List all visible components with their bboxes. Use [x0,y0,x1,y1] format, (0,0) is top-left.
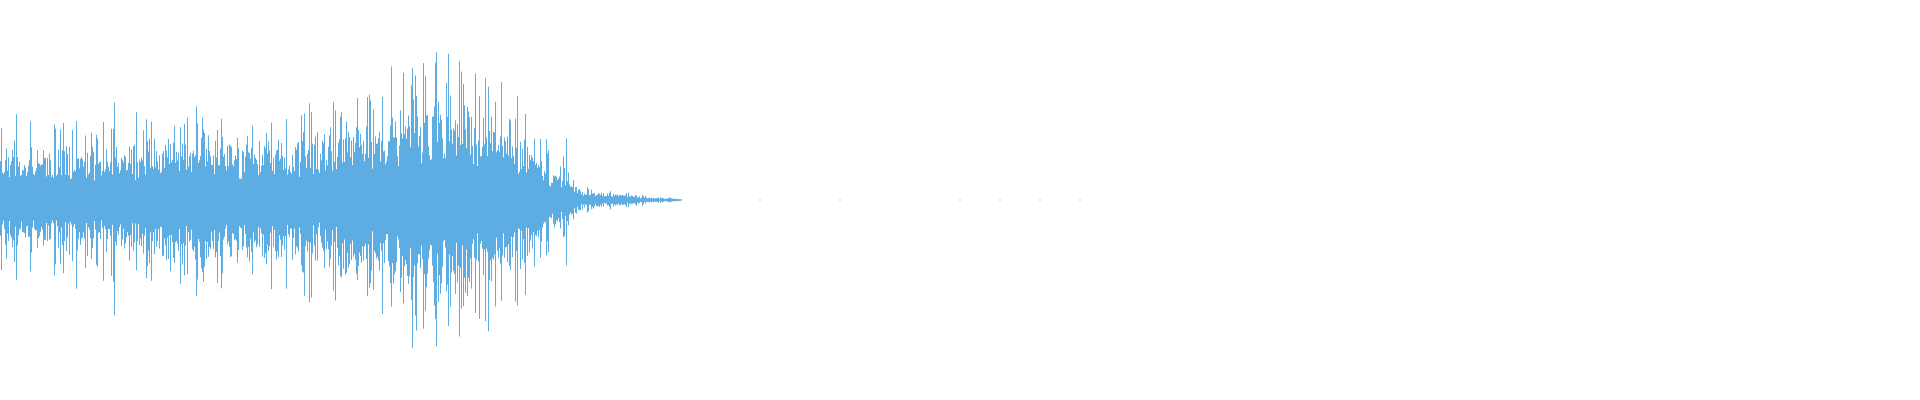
waveform-trace [0,52,682,349]
waveform-silence-marks [759,199,1081,201]
waveform-lines [0,52,1081,349]
